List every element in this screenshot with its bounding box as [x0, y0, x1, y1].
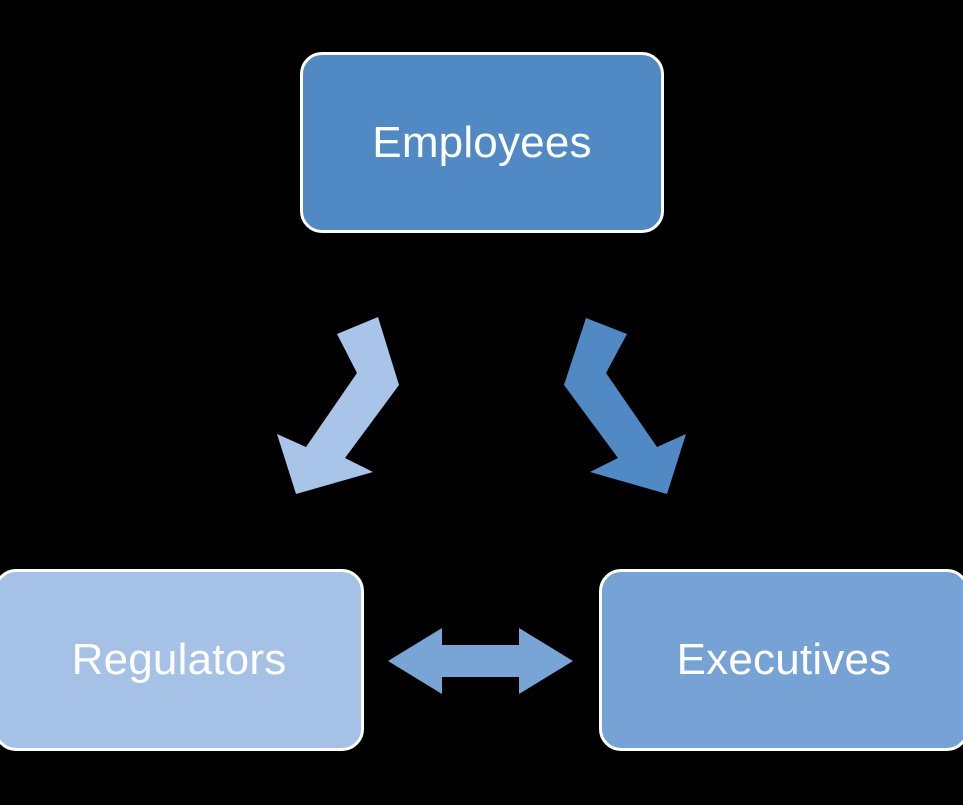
node-employees-label: Employees [372, 117, 592, 167]
node-regulators-label: Regulators [71, 635, 287, 684]
node-executives[interactable]: Executives [599, 569, 963, 751]
arrow-regulators-executives[interactable] [388, 628, 573, 694]
arrow-regulators-employees[interactable] [277, 317, 399, 494]
node-executives-label: Executives [676, 635, 892, 684]
node-regulators[interactable]: Regulators [0, 569, 364, 751]
arrow-employees-executives[interactable] [564, 318, 686, 494]
node-employees[interactable]: Employees [300, 52, 664, 233]
